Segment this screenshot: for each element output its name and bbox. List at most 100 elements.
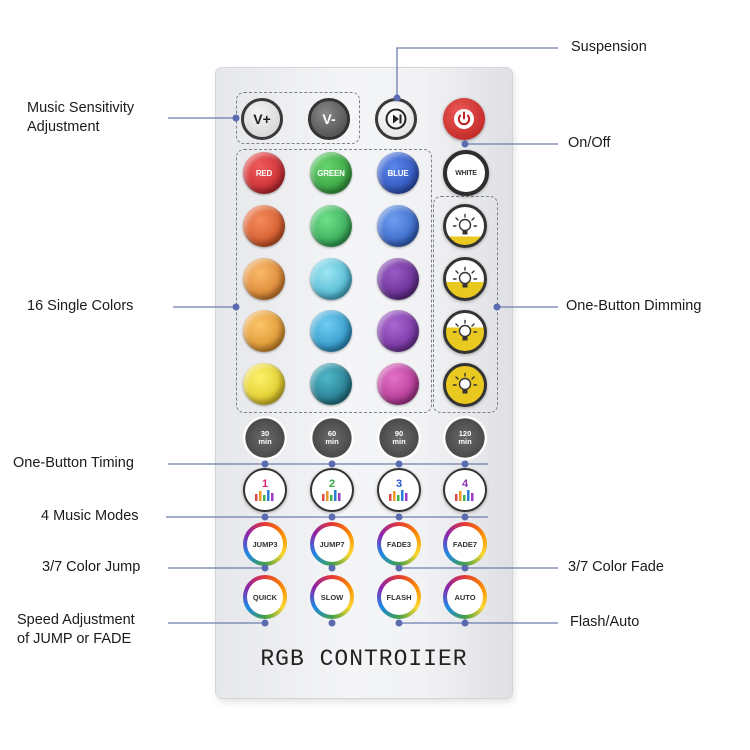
- fade7-label: FADE7: [452, 539, 478, 549]
- one-button-timing-label: One-Button Timing: [13, 455, 134, 471]
- jump3-label: JUMP3: [252, 539, 278, 549]
- jump3-button[interactable]: JUMP3: [243, 522, 287, 566]
- flash-face: FLASH: [381, 579, 417, 615]
- slow-face: SLOW: [314, 579, 350, 615]
- blue-button[interactable]: BLUE: [377, 152, 419, 194]
- color-jump-label: 3/7 Color Jump: [42, 559, 141, 575]
- white-button[interactable]: WHITE: [443, 150, 489, 196]
- color-button-r2c1[interactable]: [243, 258, 285, 300]
- auto-button[interactable]: AUTO: [443, 575, 487, 619]
- color-button-r4c1[interactable]: [243, 363, 285, 405]
- timer-value: 90: [394, 429, 404, 438]
- dimming-button-2[interactable]: [443, 257, 487, 301]
- dimming-button-1[interactable]: [443, 204, 487, 248]
- timer-button-60[interactable]: 60 min: [310, 416, 354, 460]
- fade7-face: FADE7: [447, 526, 483, 562]
- timer-unit: min: [258, 437, 272, 446]
- dimming-button-4[interactable]: [443, 363, 487, 407]
- one-button-dimming-label: One-Button Dimming: [566, 298, 702, 314]
- quick-button[interactable]: QUICK: [243, 575, 287, 619]
- slow-button[interactable]: SLOW: [310, 575, 354, 619]
- timer-button-90[interactable]: 90 min: [377, 416, 421, 460]
- single-colors-group: [236, 149, 432, 413]
- auto-face: AUTO: [447, 579, 483, 615]
- fade7-button[interactable]: FADE7: [443, 522, 487, 566]
- volume-down-button[interactable]: V-: [308, 98, 350, 140]
- color-button-r3c2[interactable]: [310, 310, 352, 352]
- fade3-label: FADE3: [386, 539, 412, 549]
- bulb-icon: [452, 319, 478, 341]
- flash-button[interactable]: FLASH: [377, 575, 421, 619]
- red-button[interactable]: RED: [243, 152, 285, 194]
- color-button-r2c3[interactable]: [377, 258, 419, 300]
- dimming-button-3[interactable]: [443, 310, 487, 354]
- color-button-r1c1[interactable]: [243, 205, 285, 247]
- speed-adjustment-label: Speed Adjustment of JUMP or FADE: [17, 611, 135, 649]
- music-modes-label: 4 Music Modes: [41, 508, 139, 524]
- color-button-r1c2[interactable]: [310, 205, 352, 247]
- power-icon: [454, 109, 474, 129]
- music-mode-number: 4: [461, 477, 469, 490]
- flash-label: FLASH: [386, 592, 412, 602]
- music-sensitivity-label-line1: Music Sensitivity: [27, 100, 135, 116]
- fade3-button[interactable]: FADE3: [377, 522, 421, 566]
- on-off-label: On/Off: [568, 135, 611, 151]
- timer-value: 30: [260, 429, 270, 438]
- auto-label: AUTO: [454, 592, 476, 602]
- speed-adjustment-label-line1: Speed Adjustment: [17, 612, 135, 628]
- quick-face: QUICK: [247, 579, 283, 615]
- timer-value: 120: [458, 429, 472, 438]
- volume-up-button[interactable]: V+: [241, 98, 283, 140]
- red-label: RED: [255, 168, 273, 178]
- timer-unit: min: [325, 437, 339, 446]
- bulb-icon: [452, 266, 478, 288]
- timer-button-120[interactable]: 120 min: [443, 416, 487, 460]
- play-pause-button[interactable]: [375, 98, 417, 140]
- music-sensitivity-label: Music Sensitivity Adjustment: [27, 99, 134, 137]
- music-sensitivity-label-line2: Adjustment: [27, 119, 100, 135]
- music-mode-number: 1: [261, 477, 269, 490]
- music-mode-number: 2: [328, 477, 336, 490]
- equalizer-icon: [322, 489, 341, 501]
- bulb-icon: [452, 372, 478, 394]
- music-mode-button-2[interactable]: 2: [310, 468, 354, 512]
- quick-label: QUICK: [252, 592, 278, 602]
- color-button-r4c3[interactable]: [377, 363, 419, 405]
- slow-label: SLOW: [320, 592, 344, 602]
- play-pause-icon: [385, 108, 407, 130]
- speed-adjustment-label-line2: of JUMP or FADE: [17, 631, 132, 647]
- color-button-r3c1[interactable]: [243, 310, 285, 352]
- timer-unit: min: [458, 437, 472, 446]
- suspension-label: Suspension: [571, 39, 647, 55]
- jump7-button[interactable]: JUMP7: [310, 522, 354, 566]
- music-mode-button-1[interactable]: 1: [243, 468, 287, 512]
- volume-down-icon: V-: [322, 111, 336, 127]
- color-button-r4c2[interactable]: [310, 363, 352, 405]
- timer-unit: min: [392, 437, 406, 446]
- volume-up-icon: V+: [253, 111, 271, 127]
- color-fade-label: 3/7 Color Fade: [568, 559, 664, 575]
- jump3-face: JUMP3: [247, 526, 283, 562]
- jump7-face: JUMP7: [314, 526, 350, 562]
- green-label: GREEN: [317, 168, 345, 178]
- flash-auto-label: Flash/Auto: [570, 614, 640, 630]
- color-button-r3c3[interactable]: [377, 310, 419, 352]
- green-button[interactable]: GREEN: [310, 152, 352, 194]
- single-colors-label: 16 Single Colors: [27, 298, 134, 314]
- music-mode-button-4[interactable]: 4: [443, 468, 487, 512]
- equalizer-icon: [255, 489, 274, 501]
- blue-label: BLUE: [387, 168, 409, 178]
- white-label: WHITE: [455, 169, 477, 177]
- color-button-r1c3[interactable]: [377, 205, 419, 247]
- jump7-label: JUMP7: [319, 539, 345, 549]
- music-mode-button-3[interactable]: 3: [377, 468, 421, 512]
- timer-button-30[interactable]: 30 min: [243, 416, 287, 460]
- equalizer-icon: [389, 489, 408, 501]
- fade3-face: FADE3: [381, 526, 417, 562]
- timer-value: 60: [327, 429, 337, 438]
- color-button-r2c2[interactable]: [310, 258, 352, 300]
- power-button[interactable]: [443, 98, 485, 140]
- music-mode-number: 3: [395, 477, 403, 490]
- equalizer-icon: [455, 489, 474, 501]
- remote-title: RGB CONTROIIER: [260, 646, 468, 672]
